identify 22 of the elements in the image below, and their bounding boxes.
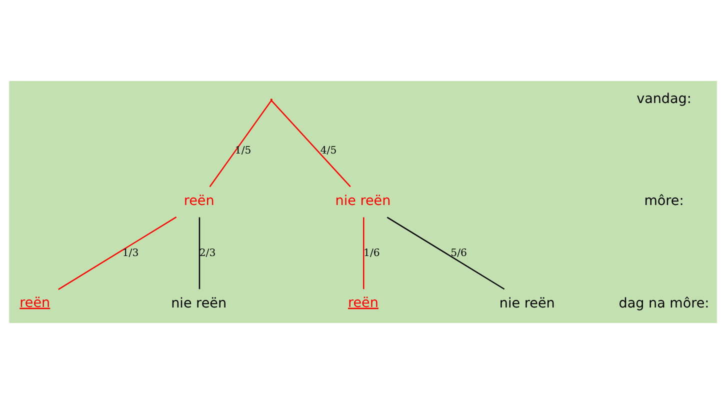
edge-label: 1/3	[122, 247, 139, 258]
connector	[363, 216, 364, 289]
edge-label: 5/6	[450, 247, 467, 258]
edge-label: 4/5	[320, 144, 337, 156]
connector	[58, 216, 177, 290]
connector	[209, 100, 272, 187]
node-text: reën	[348, 294, 378, 310]
node-point	[270, 98, 272, 100]
edge-label: 1/5	[234, 144, 252, 156]
node-text: nie reën	[171, 295, 227, 312]
edge-label: 1/6	[364, 247, 380, 258]
connector	[198, 216, 200, 289]
label: dag na môre:	[618, 295, 710, 312]
node-text: reën	[20, 294, 50, 310]
node-text: nie reën	[499, 295, 555, 312]
edge-label: 2/3	[199, 247, 216, 258]
label: vandag:	[636, 90, 692, 106]
label: môre:	[644, 192, 684, 209]
node-text: reën	[184, 192, 214, 209]
node-text: nie reën	[335, 192, 391, 209]
connector	[271, 100, 351, 187]
connector	[386, 216, 505, 290]
